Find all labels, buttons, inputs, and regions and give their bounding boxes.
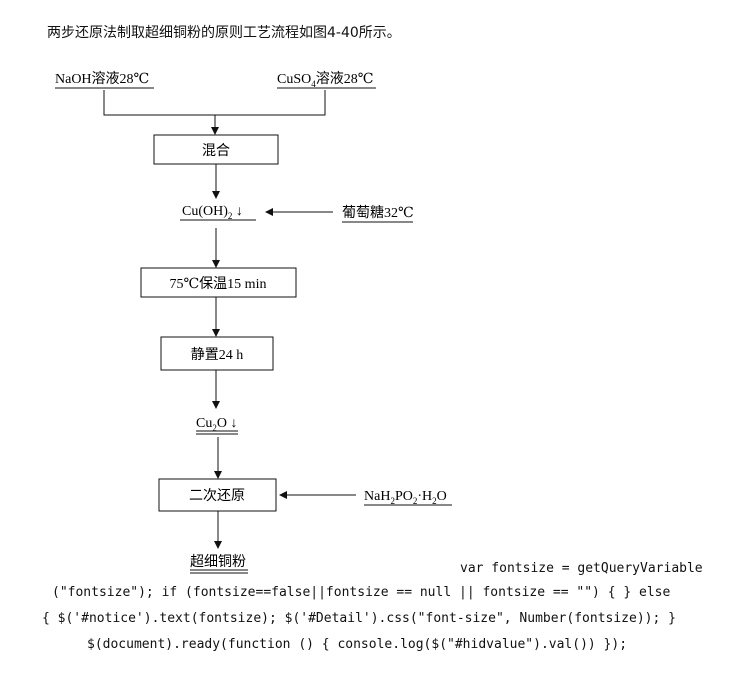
intermediate-cu2o: Cu2O ↓ bbox=[196, 416, 237, 433]
input-cuso4: CuSO4溶液28℃ bbox=[277, 71, 373, 89]
reagent-glucose: 葡萄糖32℃ bbox=[342, 205, 414, 221]
input-naoh: NaOH溶液28℃ bbox=[55, 71, 149, 87]
code-line-4: $(document).ready(function () { console.… bbox=[87, 637, 628, 652]
merge-connector bbox=[103, 90, 326, 116]
reagent-nah2po2: NaH2PO2·H2O bbox=[364, 489, 447, 506]
code-line-2: ("fontsize"); if (fontsize==false||fonts… bbox=[52, 585, 671, 600]
intro-text: 两步还原法制取超细铜粉的原则工艺流程如图4-40所示。 bbox=[47, 25, 401, 41]
box-heat bbox=[140, 267, 297, 298]
product-ultrafine-copper: 超细铜粉 bbox=[190, 554, 246, 570]
box-stand-label: 静置24 h bbox=[191, 347, 244, 363]
box-mix bbox=[153, 134, 279, 165]
code-line-1: var fontsize = getQueryVariable bbox=[460, 561, 703, 576]
box-heat-label: 75℃保温15 min bbox=[170, 276, 267, 292]
box-second-reduction-label: 二次还原 bbox=[189, 488, 245, 504]
box-second-reduction bbox=[158, 478, 277, 512]
box-mix-label: 混合 bbox=[202, 143, 230, 159]
box-stand bbox=[160, 336, 274, 371]
code-line-3: { $('#notice').text(fontsize); $('#Detai… bbox=[42, 611, 676, 626]
intermediate-cuoh2: Cu(OH)2 ↓ bbox=[182, 204, 243, 221]
